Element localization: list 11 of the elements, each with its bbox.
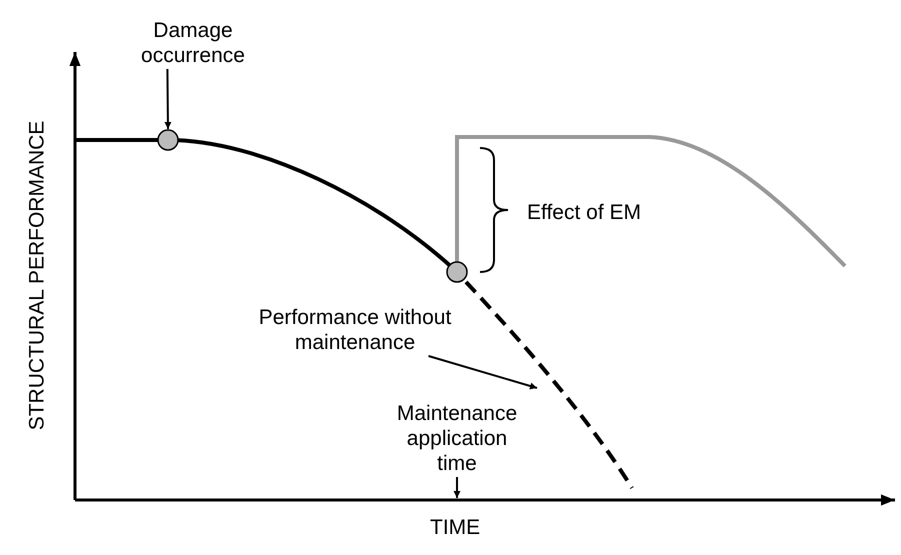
callout-text: Performance without maintenance [250,305,460,355]
leader-arrow [428,355,538,390]
point-marker [446,261,468,283]
annotation-text: Effect of EM [527,200,641,225]
point-marker [157,129,179,151]
axis-label: TIME [430,515,480,540]
callout-text: Damage occurrence [113,18,273,68]
axis-label: STRUCTURAL PERFORMANCE [24,120,49,430]
callout-text: Maintenance application time [392,401,522,476]
leader-arrow [164,68,172,130]
leader-arrow [454,477,460,498]
